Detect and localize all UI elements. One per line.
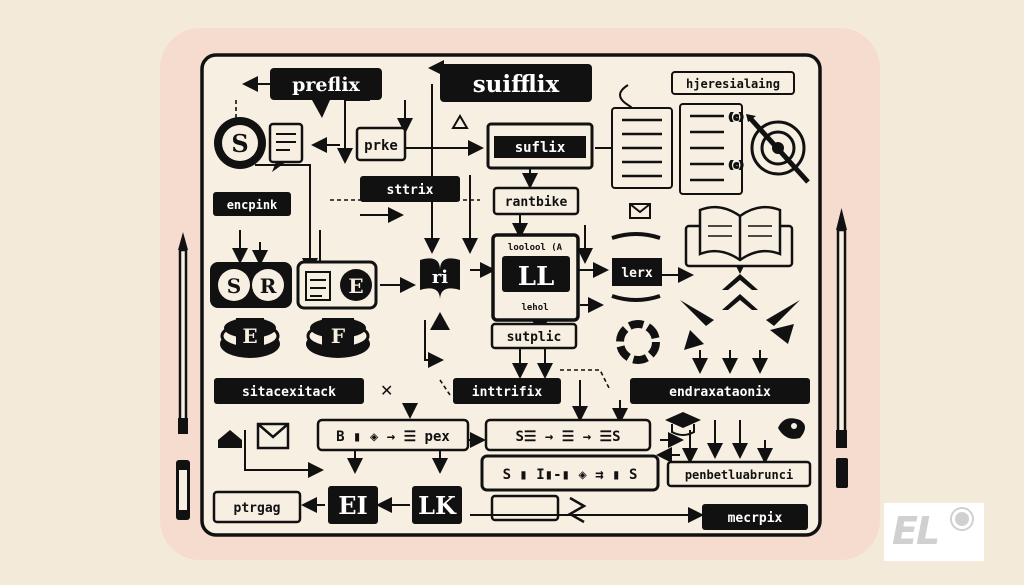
el-logo: EL [884,503,984,561]
svg-text:sitacexitack: sitacexitack [242,385,336,400]
rantbike-label: rantbike [492,186,580,216]
prke-label: prke [355,126,407,162]
checklist-panel-left [611,107,673,189]
speech-bubble-icon [268,122,304,172]
pencil-left-icon [176,232,190,520]
lk-box: LK [412,486,462,524]
x-mark: ✕ [380,381,393,400]
svg-text:S☰ → ☰ → ☰S: S☰ → ☰ → ☰S [515,429,620,445]
pencil-right-icon [836,208,848,488]
svg-text:penbetluabrunci: penbetluabrunci [685,468,793,482]
ri-book-icon: ri [420,258,460,330]
ll-box: loolool (A LL lehol [491,233,580,322]
svg-text:suifflix: suifflix [473,71,560,98]
logo-dot-icon [952,509,972,529]
svg-text:S: S [231,129,248,158]
target-arrow-icon [746,114,810,184]
heresialaing-label: hjeresialaing [671,71,795,95]
sr-box: S R [210,262,292,308]
document-e-box: E [296,260,378,310]
intrifix-label: inttrifix [453,378,561,404]
s-shape-chain [490,494,587,524]
svg-text:F: F [331,324,345,348]
svg-text:suflix: suflix [515,140,566,156]
endraxataonix-label: endraxataonix [630,378,810,404]
logo-text: EL [892,509,940,553]
sutplic-label: sutplic [490,322,578,350]
chain2-box: S ▮ I▮-▮ ◈ ⇉ ▮ S [480,454,660,492]
svg-text:mecrpix: mecrpix [728,511,783,526]
svg-text:E: E [348,274,363,298]
mecrpix-label: mecrpix [702,504,808,530]
svg-text:S ▮ I▮-▮ ◈ ⇉ ▮ S: S ▮ I▮-▮ ◈ ⇉ ▮ S [503,467,638,483]
svg-text:endraxataonix: endraxataonix [669,385,771,400]
svg-text:LL: LL [518,262,555,292]
svg-text:EI: EI [338,491,368,520]
open-book-icon [684,205,794,268]
triangle-icon [451,114,469,129]
svg-text:inttrifix: inttrifix [472,385,543,400]
chevron-arrows-icon [680,274,800,350]
sitacexitack-label: sitacexitack [214,378,364,404]
svg-text:S: S [227,274,241,298]
palette-icon [778,418,805,439]
title-label: suifflix [440,64,592,102]
prefix-label: preflix [270,68,382,118]
svg-text:E: E [242,324,257,348]
svg-text:R: R [260,274,277,298]
s-seal-icon: S [214,117,266,169]
svg-text:sutplic: sutplic [507,330,562,345]
envelope-icon [629,203,651,219]
ei-box: EI [328,486,378,524]
svg-text:encpink: encpink [227,198,278,212]
lerx-label: lerx [611,232,662,302]
checklist-panel-right: (c) (c) [679,103,745,195]
svg-text:LK: LK [418,491,457,520]
graduation-cap-icon [665,412,701,436]
svg-text:hjeresialaing: hjeresialaing [686,77,780,91]
svg-text:ri: ri [432,267,448,288]
svg-text:preflix: preflix [292,74,360,96]
sufflix-box: suflix [486,122,594,170]
cycle-icon [616,320,660,364]
svg-text:sttrix: sttrix [387,183,434,198]
svg-text:lerx: lerx [621,266,652,281]
mail-heart-icon [218,422,290,450]
svg-text:loolool (A: loolool (A [508,243,563,253]
penbet-label: penbetluabrunci [666,460,812,488]
ptrgag-label: ptrgag [212,490,302,524]
bpex-chain: B ▮ ◈ → ☰ pex [316,418,470,452]
svg-text:(c): (c) [728,113,744,123]
svg-text:B ▮ ◈ → ☰ pex: B ▮ ◈ → ☰ pex [336,429,450,445]
svg-text:lehol: lehol [521,303,548,313]
svg-text:(c): (c) [728,161,744,171]
svg-text:rantbike: rantbike [505,195,568,210]
sttrix-label: sttrix [360,176,460,202]
encpink-label: encpink [213,192,291,216]
svg-text:ptrgag: ptrgag [234,501,281,516]
svg-text:prke: prke [364,138,398,154]
chain1-box: S☰ → ☰ → ☰S [484,418,652,452]
ef-stacks: E F [220,318,370,358]
